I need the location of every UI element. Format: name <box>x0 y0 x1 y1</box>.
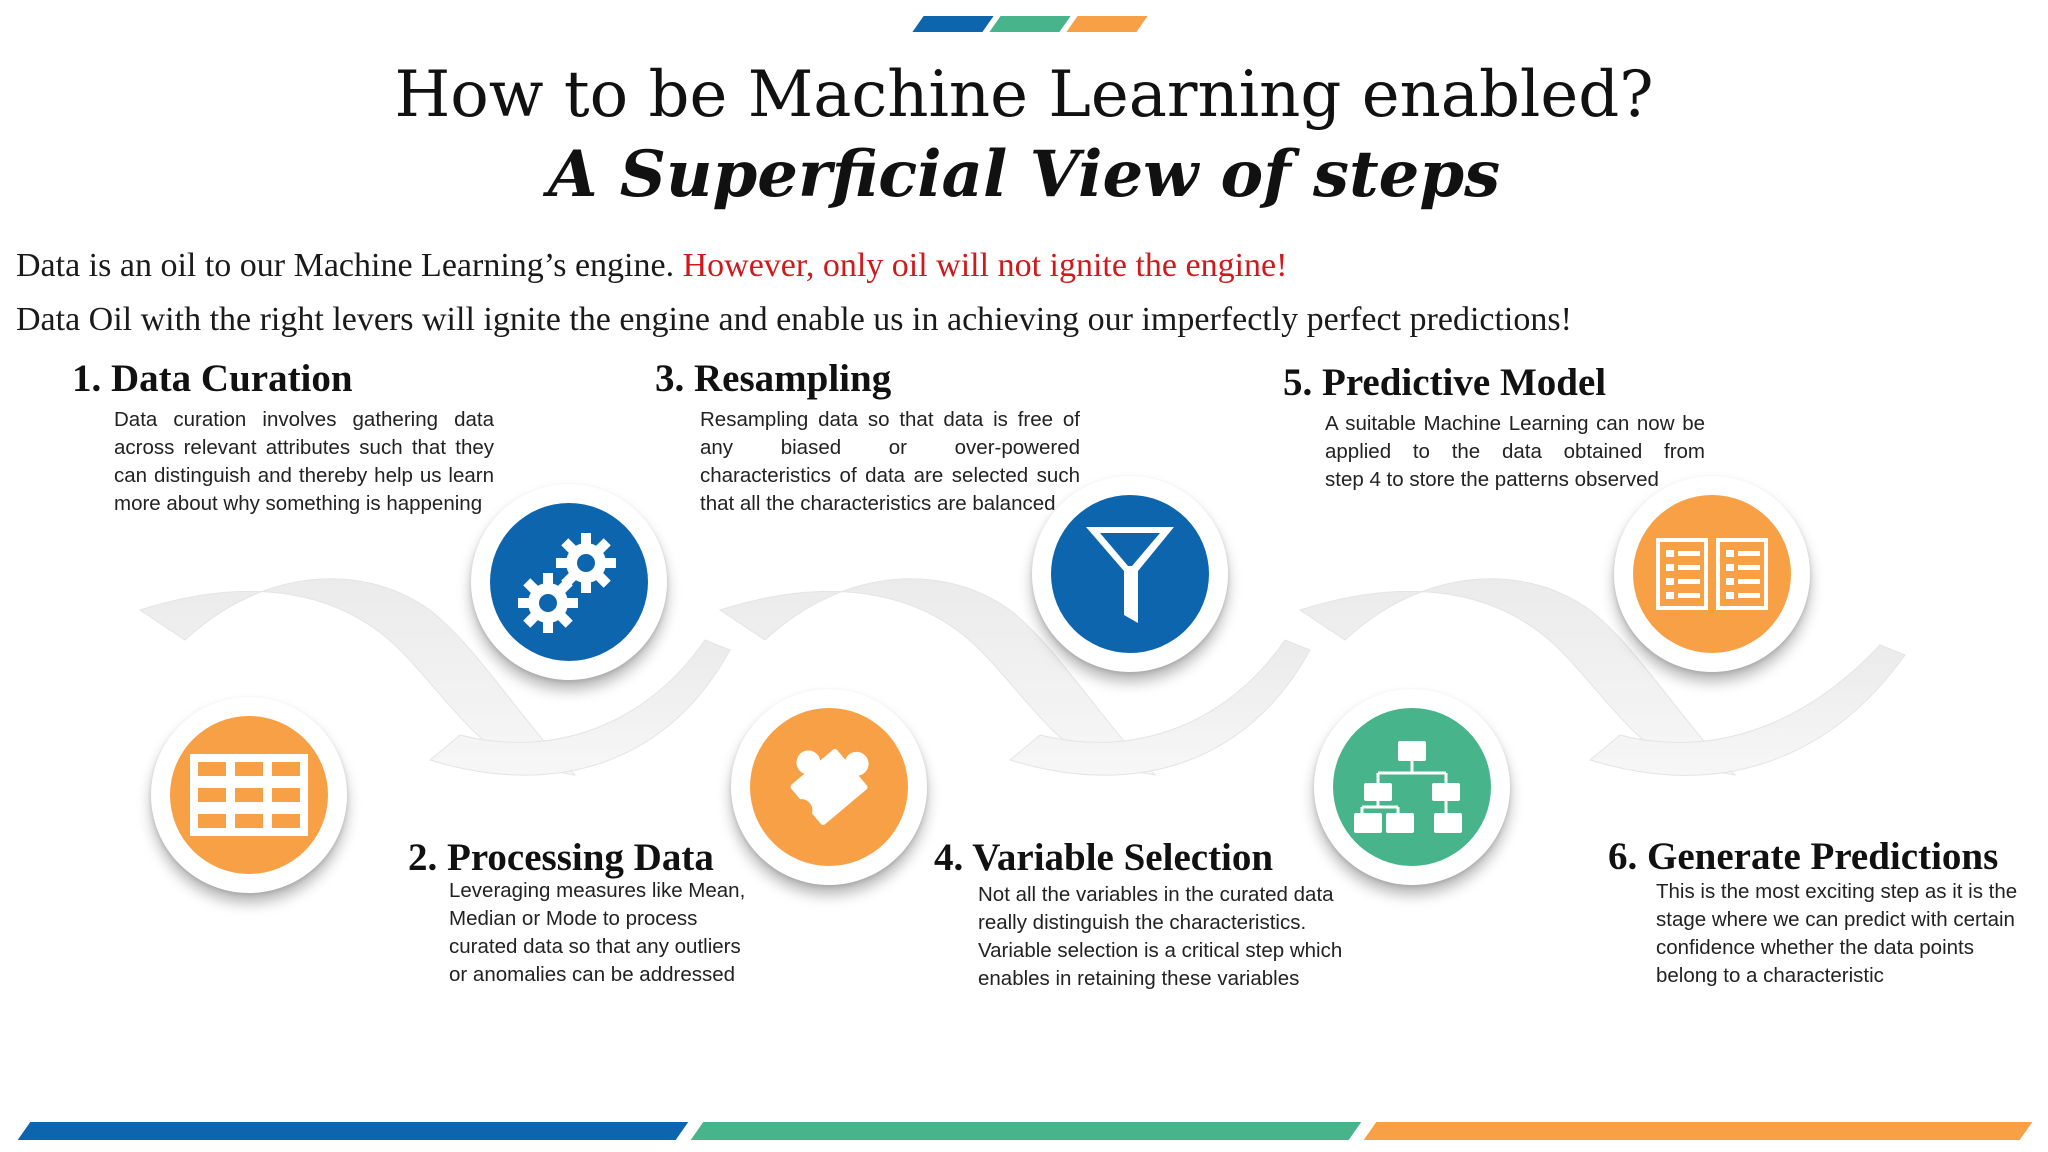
step-5-description: A suitable Machine Learning can now be a… <box>1325 410 1705 494</box>
step-4-line: enables in retaining these variables <box>978 967 1300 990</box>
step-1-line: more about why something is happening <box>114 492 483 515</box>
funnel-icon <box>1086 527 1174 623</box>
checklist-icon <box>1656 538 1768 610</box>
intro-line-2: Data Oil with the right levers will igni… <box>16 301 1572 338</box>
ribbon-segment-4 <box>1008 639 1311 776</box>
step-1-heading: 1. Data Curation <box>72 357 353 400</box>
step-2-heading: 2. Processing Data <box>408 836 714 879</box>
step-2-description: Leveraging measures like Mean, Median or… <box>449 877 809 989</box>
intro-line-1-text: Data is an oil to our Machine Learning’s… <box>16 247 683 284</box>
step-4-description: Not all the variables in the curated dat… <box>978 881 1378 993</box>
step-3-line: any biased or over-powered <box>700 436 1080 459</box>
step-4-line: Not all the variables in the curated dat… <box>978 883 1334 906</box>
step-6-description: This is the most exciting step as it is … <box>1656 878 2041 990</box>
step-3-icon-circle <box>731 689 927 885</box>
step-2-line: or anomalies can be addressed <box>449 963 736 986</box>
step-2-line: Leveraging measures like Mean, <box>449 879 746 902</box>
step-1-line: Data curation involves gathering data <box>114 408 494 431</box>
step-3-line: that all the characteristics are balance… <box>700 492 1056 515</box>
step-3-line: Resampling data so that data is free of <box>700 408 1080 431</box>
step-3-icon-core <box>750 708 908 866</box>
step-6-heading: 6. Generate Predictions <box>1608 835 1999 878</box>
step-1-line: can distinguish and thereby help us lear… <box>114 464 494 487</box>
step-3-heading: 3. Resampling <box>655 357 892 400</box>
step-4-line: really distinguish the characteristics. <box>978 911 1307 934</box>
step-5-icon-core <box>1333 708 1491 866</box>
step-6-line: This is the most exciting step as it is … <box>1656 880 2018 903</box>
step-5-line: step 4 to store the patterns observed <box>1325 468 1659 491</box>
step-1-icon-core <box>170 716 328 874</box>
hierarchy-icon <box>1354 741 1462 833</box>
step-4-icon-core <box>1051 495 1209 653</box>
step-5-line: be applied to the data obtained from <box>1325 412 1705 463</box>
bottom-deco-blue-stripe <box>17 1122 689 1140</box>
bottom-deco-orange-stripe <box>1363 1122 2033 1140</box>
gears-icon <box>518 533 616 633</box>
step-5-line: A suitable Machine Learning can now <box>1325 412 1675 435</box>
step-6-line: stage where we can predict with certain <box>1656 908 2015 931</box>
step-2-icon-circle <box>471 484 667 680</box>
step-4-icon-circle <box>1032 476 1228 672</box>
bottom-deco-green-stripe <box>690 1122 1362 1140</box>
intro-line-1-highlight: However, only oil will not ignite the en… <box>682 247 1288 284</box>
step-2-line: curated data so that any outliers <box>449 935 741 958</box>
step-5-heading: 5. Predictive Model <box>1283 361 1607 404</box>
intro-line-1: Data is an oil to our Machine Learning’s… <box>16 244 1287 288</box>
table-icon <box>190 754 308 836</box>
ribbon-segment-6 <box>1588 644 1906 776</box>
page-title: How to be Machine Learning enabled? <box>394 58 1654 132</box>
step-4-line: Variable selection is a critical step wh… <box>978 939 1343 962</box>
step-6-line: belong to a characteristic <box>1656 964 1884 987</box>
step-3-description: Resampling data so that data is free of … <box>700 406 1080 518</box>
step-6-icon-circle <box>1614 476 1810 672</box>
page-subtitle: A Superficial View of steps <box>547 137 1501 212</box>
step-4-heading: 4. Variable Selection <box>934 836 1274 879</box>
puzzle-piece-icon <box>790 749 869 825</box>
step-2-icon-core <box>490 503 648 661</box>
step-3-line: characteristics of data are selected suc… <box>700 464 1080 487</box>
step-1-icon-circle <box>151 697 347 893</box>
ribbon-segment-2 <box>428 639 731 776</box>
step-6-line: confidence whether the data points <box>1656 936 1974 959</box>
step-1-description: Data curation involves gathering data ac… <box>114 406 494 518</box>
step-5-icon-circle <box>1314 689 1510 885</box>
step-2-line: Median or Mode to process <box>449 907 698 930</box>
step-1-line: across relevant attributes such that the… <box>114 436 494 459</box>
step-6-icon-core <box>1633 495 1791 653</box>
